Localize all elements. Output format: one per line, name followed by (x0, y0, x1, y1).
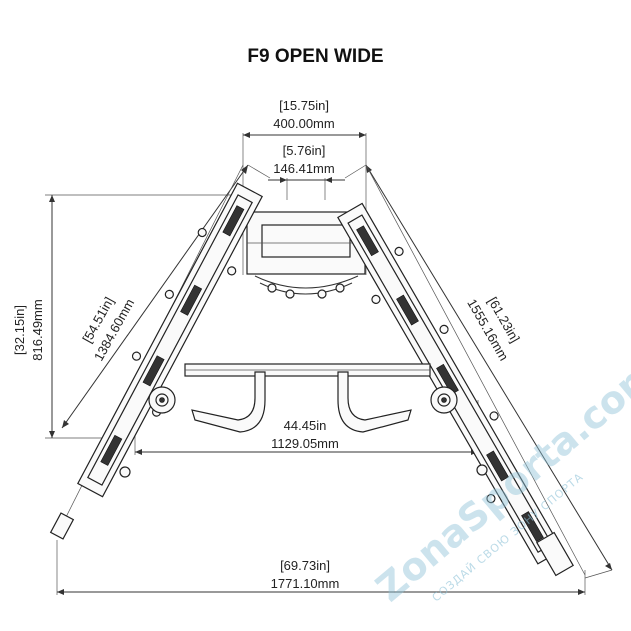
top-outer-in-label: [15.75in] (279, 98, 329, 113)
left-arm (77, 182, 263, 498)
left-handle (191, 371, 266, 433)
watermark-brand: ZonaSporta.com (368, 350, 631, 610)
height-mm-label: 816.49mm (30, 299, 45, 360)
dim-left-arm (61, 164, 271, 429)
diagram-title: F9 OPEN WIDE (247, 46, 384, 67)
top-inner-in-label: [5.76in] (283, 143, 326, 158)
right-arm (337, 202, 563, 565)
dim-top-inner (268, 177, 345, 200)
left-foot (49, 466, 131, 540)
top-outer-mm-label: 400.00mm (273, 116, 334, 131)
right-handle (337, 371, 412, 433)
handle-span-in-label: 44.45in (284, 418, 327, 433)
right-pivot (430, 386, 458, 414)
height-in-label: [32.15in] (12, 305, 27, 355)
top-inner-mm-label: 146.41mm (273, 161, 334, 176)
dim-right-arm (344, 164, 613, 579)
overall-width-in-label: [69.73in] (280, 558, 330, 573)
right-foot (476, 464, 574, 577)
dim-height (45, 194, 250, 439)
dim-overall-width (56, 540, 586, 595)
overall-width-mm-label: 1771.10mm (271, 576, 340, 591)
handle-span-mm-label: 1129.05mm (271, 436, 339, 451)
left-pivot (148, 386, 176, 414)
crossbar (184, 363, 431, 377)
